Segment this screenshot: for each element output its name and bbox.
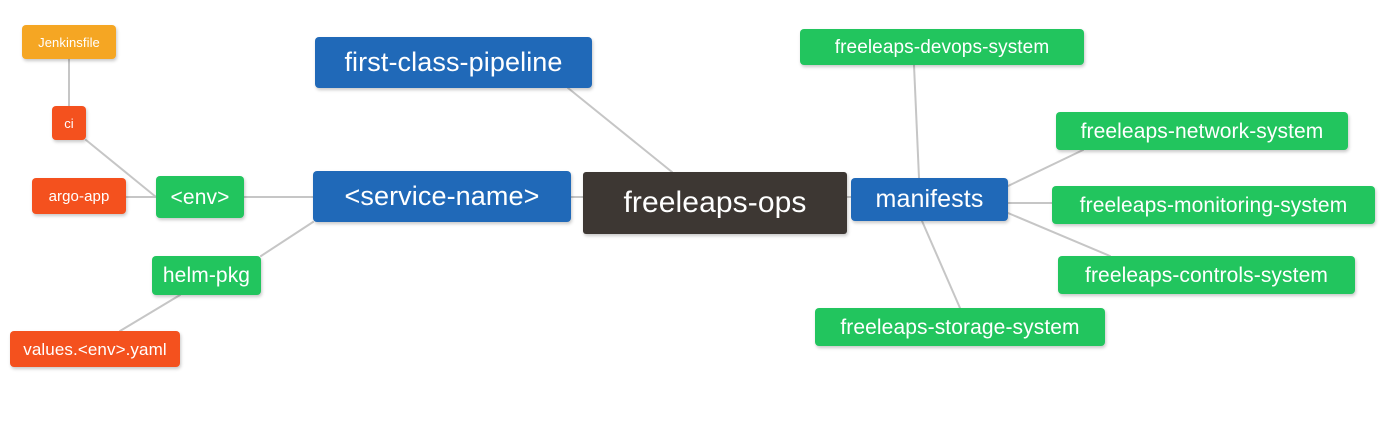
node-values-yaml[interactable]: values.<env>.yaml (10, 331, 180, 367)
edge-service-name-to-helm-pkg (260, 221, 314, 257)
node-ci[interactable]: ci (52, 106, 86, 140)
edge-manifests-to-freeleaps-network-system (1007, 149, 1084, 187)
node-freeleaps-devops-system[interactable]: freeleaps-devops-system (800, 29, 1084, 65)
node-helm-pkg[interactable]: helm-pkg (152, 256, 261, 295)
edge-first-class-pipeline-to-freeleaps-ops (567, 87, 673, 173)
node-first-class-pipeline[interactable]: first-class-pipeline (315, 37, 592, 88)
node-freeleaps-storage-system[interactable]: freeleaps-storage-system (815, 308, 1105, 346)
node-jenkinsfile[interactable]: Jenkinsfile (22, 25, 116, 59)
node-freeleaps-ops[interactable]: freeleaps-ops (583, 172, 847, 234)
edge-manifests-to-freeleaps-storage-system (921, 220, 961, 309)
edge-manifests-to-freeleaps-devops-system (913, 64, 920, 179)
node-argo-app[interactable]: argo-app (32, 178, 126, 214)
node-freeleaps-network-system[interactable]: freeleaps-network-system (1056, 112, 1348, 150)
node-freeleaps-controls-system[interactable]: freeleaps-controls-system (1058, 256, 1355, 294)
edge-helm-pkg-to-values-yaml (119, 294, 181, 332)
node-manifests[interactable]: manifests (851, 178, 1008, 221)
node-freeleaps-monitoring-system[interactable]: freeleaps-monitoring-system (1052, 186, 1375, 224)
node-service-name[interactable]: <service-name> (313, 171, 571, 222)
node-env[interactable]: <env> (156, 176, 244, 218)
